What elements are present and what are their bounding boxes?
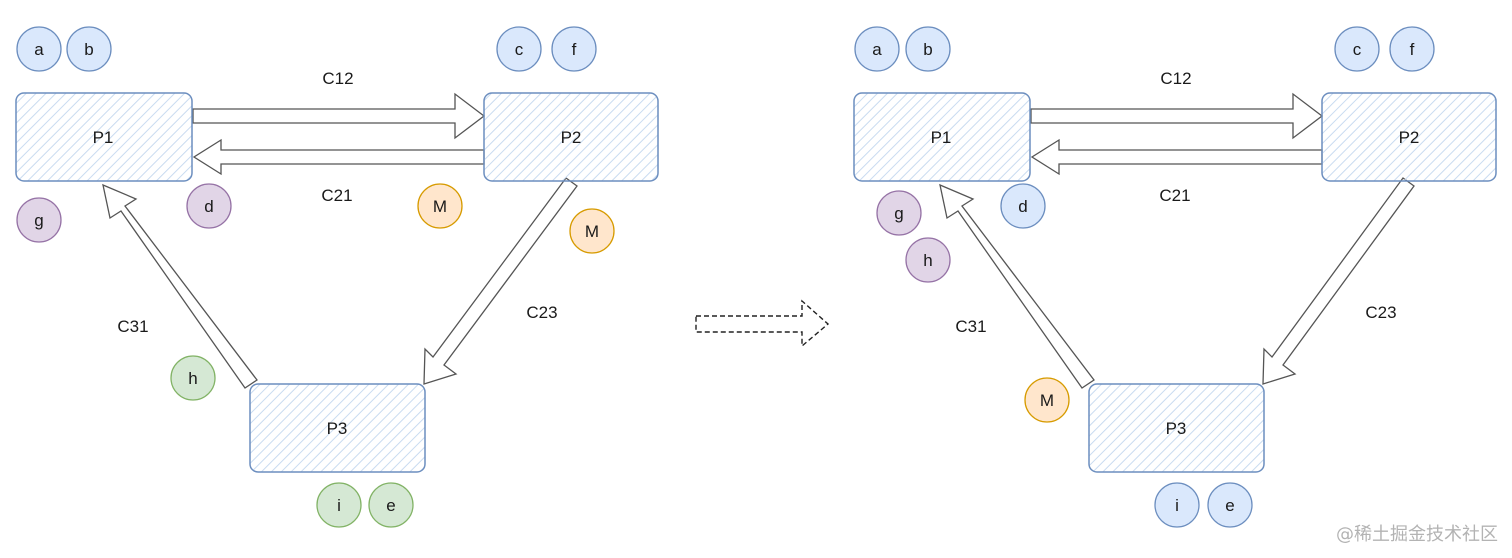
right-token-g: g [876, 190, 922, 236]
svg-text:c: c [515, 40, 524, 59]
right-token-e: e [1207, 482, 1253, 528]
svg-text:a: a [34, 40, 44, 59]
svg-text:M: M [1040, 391, 1054, 410]
left-channel-c12-label: C12 [322, 69, 353, 88]
left-channel-c23-label: C23 [526, 303, 557, 322]
svg-text:d: d [204, 197, 213, 216]
svg-text:f: f [572, 40, 577, 59]
left-process-p3-label: P3 [327, 419, 348, 438]
right-channel-c12-label: C12 [1160, 69, 1191, 88]
svg-text:h: h [188, 369, 197, 388]
svg-text:M: M [433, 197, 447, 216]
right-token-f: f [1389, 26, 1435, 72]
left-channel-c31-label: C31 [117, 317, 148, 336]
right-channel-c21-arrow [1030, 138, 1323, 176]
right-channel-c12-arrow [1030, 92, 1324, 140]
left-token-f: f [551, 26, 597, 72]
svg-text:M: M [585, 222, 599, 241]
svg-text:e: e [1225, 496, 1234, 515]
transition-arrow-icon [695, 299, 830, 348]
right-channel-c31-label: C31 [955, 317, 986, 336]
left-process-p2-label: P2 [561, 128, 582, 147]
right-channel-c21-label: C21 [1159, 186, 1190, 205]
left-token-c: c [496, 26, 542, 72]
svg-text:g: g [34, 211, 43, 230]
left-state: P1 P2 P3 C12 C21 C23 C31 a b c [15, 26, 659, 528]
right-token-i: i [1154, 482, 1200, 528]
right-channel-c23-label: C23 [1365, 303, 1396, 322]
right-process-p1-label: P1 [931, 128, 952, 147]
left-token-h: h [170, 355, 216, 401]
right-token-h: h [905, 237, 951, 283]
left-token-m-1: M [417, 183, 463, 229]
right-token-b: b [905, 26, 951, 72]
left-process-p2-box [483, 92, 659, 182]
left-token-d: d [186, 183, 232, 229]
svg-text:b: b [923, 40, 932, 59]
svg-text:i: i [337, 496, 341, 515]
left-channel-c12-arrow [192, 92, 486, 140]
right-process-p2-box [1321, 92, 1497, 182]
svg-text:e: e [386, 496, 395, 515]
svg-text:b: b [84, 40, 93, 59]
right-channel-c23-arrow [1262, 177, 1415, 385]
svg-text:g: g [894, 204, 903, 223]
right-token-m: M [1024, 377, 1070, 423]
right-token-c: c [1334, 26, 1380, 72]
left-token-g: g [16, 197, 62, 243]
left-channel-c21-arrow [192, 138, 485, 176]
left-channel-c31-arrow [102, 183, 258, 389]
left-channel-c23-arrow [423, 177, 578, 385]
left-token-i: i [316, 482, 362, 528]
left-channel-c21-label: C21 [321, 186, 352, 205]
left-process-p1-box [15, 92, 193, 182]
right-token-d: d [1000, 183, 1046, 229]
right-process-p1-box [853, 92, 1031, 182]
svg-text:f: f [1410, 40, 1415, 59]
left-process-p1-label: P1 [93, 128, 114, 147]
watermark-text: @稀土掘金技术社区 [1336, 524, 1498, 545]
right-process-p3-box [1088, 383, 1265, 473]
left-token-m-2: M [569, 208, 615, 254]
right-channel-c31-arrow [939, 183, 1095, 389]
svg-text:c: c [1353, 40, 1362, 59]
svg-text:i: i [1175, 496, 1179, 515]
right-process-p3-label: P3 [1166, 419, 1187, 438]
right-process-p2-label: P2 [1399, 128, 1420, 147]
left-token-a: a [16, 26, 62, 72]
left-token-b: b [66, 26, 112, 72]
right-token-a: a [854, 26, 900, 72]
svg-text:d: d [1018, 197, 1027, 216]
svg-text:a: a [872, 40, 882, 59]
svg-text:h: h [923, 251, 932, 270]
left-process-p3-box [249, 383, 426, 473]
right-state: P1 P2 P3 C12 C21 C23 C31 a b c [853, 26, 1497, 528]
left-token-e: e [368, 482, 414, 528]
